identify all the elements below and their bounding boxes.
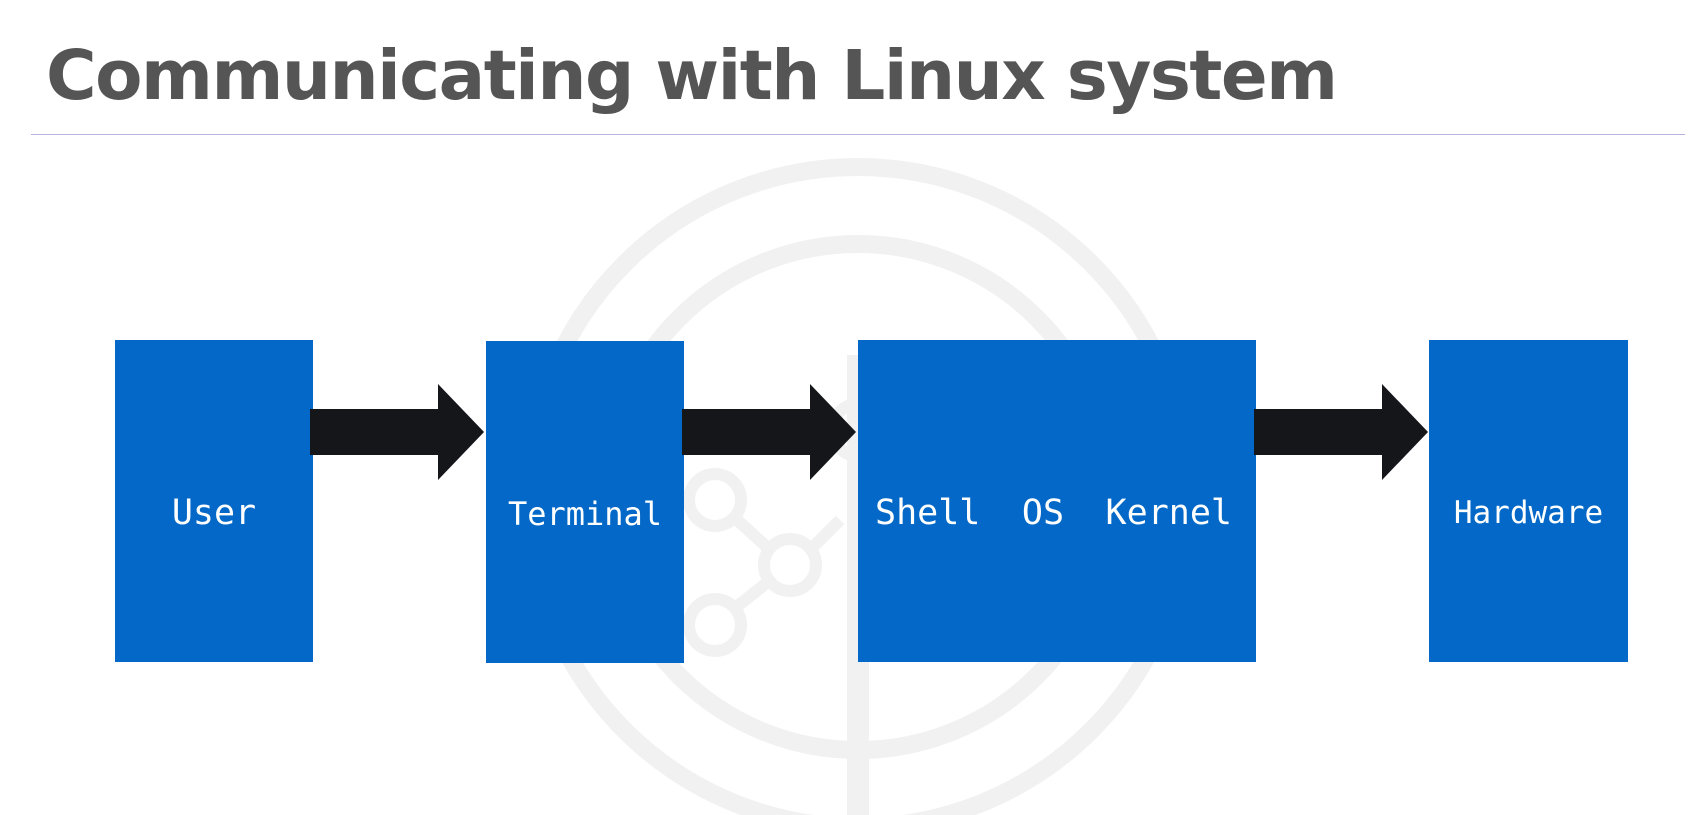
shell-os-kernel-box: Shell OS Kernel bbox=[858, 340, 1256, 662]
hardware-label: Hardware bbox=[1453, 495, 1604, 531]
os-label: OS bbox=[1021, 493, 1065, 533]
title-divider bbox=[31, 134, 1685, 135]
hardware-box: Hardware bbox=[1429, 340, 1628, 662]
terminal-box: Terminal bbox=[486, 341, 684, 663]
arrow-user-to-terminal-icon bbox=[310, 384, 484, 480]
user-label: User bbox=[171, 493, 257, 533]
page-title: Communicating with Linux system bbox=[46, 36, 1338, 116]
kernel-label: Kernel bbox=[1105, 493, 1232, 533]
arrow-terminal-to-shell-icon bbox=[682, 384, 856, 480]
terminal-label: Terminal bbox=[507, 495, 663, 533]
user-box: User bbox=[115, 340, 313, 662]
arrow-kernel-to-hardware-icon bbox=[1254, 384, 1428, 480]
shell-label: Shell bbox=[875, 493, 981, 533]
